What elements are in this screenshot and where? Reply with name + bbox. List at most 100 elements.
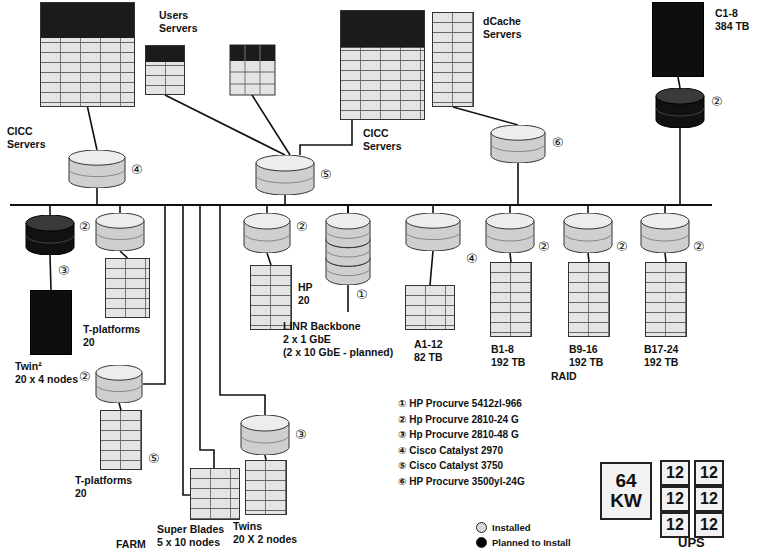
cylinder-top bbox=[256, 155, 314, 171]
server-rack: dCache Servers bbox=[432, 12, 474, 107]
network-switch: ② bbox=[640, 213, 690, 253]
server-rack: Users Servers bbox=[145, 45, 185, 95]
callout-number: ① bbox=[356, 288, 368, 302]
legend-text: ③ Hp Procurve 2810-48 G bbox=[398, 429, 519, 441]
connector bbox=[430, 251, 433, 285]
switch-cylinder bbox=[95, 365, 143, 403]
cylinder-top bbox=[564, 213, 612, 229]
label-group: Users Servers bbox=[159, 9, 209, 35]
node-label: 12 bbox=[666, 489, 684, 509]
connector bbox=[510, 253, 511, 262]
node-label: Super Blades bbox=[157, 523, 224, 536]
ups-unit: 64 KW bbox=[600, 462, 652, 520]
cylinder-band bbox=[656, 108, 704, 116]
connector bbox=[453, 107, 518, 125]
label-group: B1-8192 TB bbox=[491, 343, 525, 369]
connector bbox=[267, 205, 348, 213]
node-label: 20 x 4 nodes bbox=[15, 373, 78, 386]
network-switch: ② bbox=[95, 365, 143, 403]
node-label: 192 TB bbox=[569, 356, 603, 369]
connector bbox=[665, 253, 666, 262]
node-label: 12 bbox=[700, 489, 718, 509]
node-text-wrap: 12 bbox=[700, 489, 718, 509]
connector bbox=[285, 195, 348, 213]
node-label: 20 bbox=[298, 294, 313, 307]
legend-text: Installed bbox=[492, 522, 531, 534]
node-text-wrap: 12 bbox=[666, 515, 684, 535]
network-switch: ② bbox=[485, 213, 535, 253]
ups-battery: 12 bbox=[694, 512, 724, 538]
cylinder-band bbox=[326, 230, 370, 238]
ups-battery: 12 bbox=[694, 460, 724, 486]
connector bbox=[165, 95, 285, 155]
label-group: Super Blades5 x 10 nodes bbox=[157, 523, 224, 549]
callout-number: ② bbox=[538, 240, 550, 254]
node-label: B1-8 bbox=[491, 343, 525, 356]
connector bbox=[348, 128, 680, 213]
callout-number: ⑤ bbox=[320, 168, 332, 182]
callout-number: ② bbox=[616, 240, 628, 254]
callout-number: ② bbox=[79, 370, 91, 384]
network-switch: ⑤ bbox=[255, 155, 315, 195]
server-rack: T-platforms20 bbox=[100, 410, 142, 470]
label-group: ③ bbox=[58, 264, 70, 278]
rack-panel bbox=[245, 45, 246, 95]
network-switch: ② bbox=[95, 213, 145, 251]
node-text-wrap: 64 KW bbox=[609, 471, 643, 511]
node-label: 2 x 1 GbE bbox=[283, 333, 393, 346]
label-group: ④ bbox=[466, 252, 478, 266]
cylinder-band bbox=[241, 435, 289, 443]
label-group: ② bbox=[296, 220, 308, 234]
node-label: 64 KW bbox=[609, 471, 643, 511]
label-group: ② bbox=[693, 240, 705, 254]
legend-row: ⑤ Cisco Catalyst 3750 bbox=[398, 460, 503, 472]
rack-top bbox=[230, 45, 275, 61]
network-switch: ③ bbox=[240, 415, 290, 455]
cylinder-top bbox=[641, 213, 689, 229]
cylinder-band bbox=[326, 268, 370, 276]
switch-cylinder bbox=[255, 155, 315, 195]
server-rack: B1-8192 TB bbox=[490, 262, 532, 337]
switch-cylinder bbox=[563, 213, 613, 253]
cylinder-band bbox=[256, 175, 314, 183]
legend-swatch bbox=[476, 537, 487, 548]
cylinder-band bbox=[486, 233, 534, 241]
legend-row: ② Hp Procurve 2810-24 G bbox=[398, 414, 519, 426]
node-label: T-platforms bbox=[83, 323, 140, 336]
rack-shelf bbox=[230, 72, 275, 73]
connector bbox=[348, 205, 588, 213]
legend-text: ⑤ Cisco Catalyst 3750 bbox=[398, 460, 503, 472]
switch-cylinder bbox=[68, 150, 126, 188]
label-group: ② bbox=[616, 240, 628, 254]
label-group: B9-16192 TB bbox=[569, 343, 603, 369]
legend-text: Planned to Install bbox=[492, 537, 571, 549]
core-switch: ①LINR Backbone2 x 1 GbE(2 x 10 GbE - pla… bbox=[325, 213, 371, 285]
cylinder-top bbox=[326, 213, 370, 229]
node-label: 12 bbox=[666, 463, 684, 483]
node-label: 12 bbox=[666, 515, 684, 535]
node-text-wrap: 12 bbox=[666, 489, 684, 509]
legend-row: ⑥ HP Procurve 3500yl-24G bbox=[398, 476, 525, 488]
label-group: A1-1282 TB bbox=[414, 338, 443, 364]
cylinder-band bbox=[244, 233, 290, 241]
label-group: ③ bbox=[295, 428, 307, 442]
label-group: C1-8384 TB bbox=[715, 7, 765, 33]
network-switch: ② bbox=[563, 213, 613, 253]
label-group: ① bbox=[356, 288, 368, 302]
server-rack: B17-24192 TB bbox=[645, 262, 687, 337]
label-group: Twins20 X 2 nodes bbox=[233, 520, 297, 546]
cylinder-band bbox=[96, 232, 144, 240]
cylinder-top bbox=[406, 213, 460, 228]
cylinder-top bbox=[486, 213, 534, 229]
network-switch: ④ bbox=[68, 150, 126, 188]
rack-shelf bbox=[230, 84, 275, 85]
callout-number: ② bbox=[693, 240, 705, 254]
node-label: 192 TB bbox=[644, 356, 678, 369]
label-group: ② bbox=[79, 370, 91, 384]
label: UPS bbox=[678, 535, 705, 551]
connector bbox=[348, 205, 665, 213]
node-label: 384 TB bbox=[715, 20, 765, 33]
node-label: dCache Servers bbox=[483, 15, 538, 41]
label-group: Twin²20 x 4 nodes bbox=[15, 360, 78, 386]
cylinder-top bbox=[26, 215, 74, 231]
